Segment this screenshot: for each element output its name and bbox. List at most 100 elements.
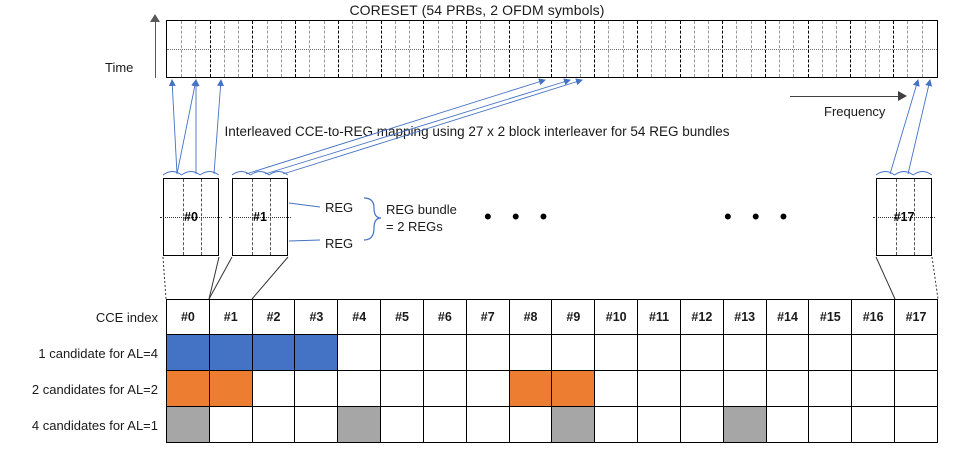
coreset-prb-divider <box>579 21 581 77</box>
al2-cell-9 <box>552 371 596 407</box>
al4-cell-0 <box>167 335 210 371</box>
bundle-top-scallop-2-2 <box>912 171 933 176</box>
coreset-prb-divider <box>608 21 610 77</box>
al4-cell-4 <box>338 335 382 371</box>
coreset-prb-divider <box>352 21 354 77</box>
al4-cell-1 <box>209 335 253 371</box>
time-axis-arrow-icon <box>150 14 160 22</box>
al2-cell-5 <box>381 371 424 407</box>
coreset-prb-group-divider <box>423 21 425 77</box>
cce-index-cell-11: #11 <box>638 299 681 335</box>
al2-cell-7 <box>466 371 510 407</box>
coreset-prb-group-divider <box>893 21 895 77</box>
al1-cell-13 <box>723 407 767 443</box>
coreset-prb-divider <box>409 21 411 77</box>
al2-cell-0 <box>167 371 210 407</box>
bundle-projection-line-2 <box>208 256 233 300</box>
coreset-prb-divider <box>266 21 268 77</box>
al1-cell-5 <box>381 407 424 443</box>
bundle-top-scallop-2-1 <box>894 171 914 176</box>
coreset-prb-group-divider <box>295 21 297 77</box>
coreset-prb-divider <box>750 21 752 77</box>
coreset-prb-divider <box>451 21 453 77</box>
coreset-prb-divider <box>665 21 667 77</box>
al2-cell-16 <box>852 371 896 407</box>
reg-bundle-symbol-divider <box>229 217 291 218</box>
coreset-prb-divider <box>522 21 524 77</box>
cce-index-cell-12: #12 <box>680 299 724 335</box>
cce-index-row-label: CCE index <box>95 309 158 325</box>
cce-index-cell-5: #5 <box>381 299 424 335</box>
al4-cell-5 <box>381 335 424 371</box>
cce-index-cell-15: #15 <box>809 299 853 335</box>
cce-allocation-table: CCE index #0#1#2#3#4#5#6#7#8#9#10#11#12#… <box>32 299 938 443</box>
coreset-prb-group-divider <box>722 21 724 77</box>
ellipsis-left: • • • <box>484 204 555 229</box>
cce-index-cell-1: #1 <box>209 299 253 335</box>
coreset-prb-divider <box>537 21 539 77</box>
coreset-prb-group-divider <box>252 21 254 77</box>
reg-leader-line-1 <box>288 239 321 242</box>
al2-cell-14 <box>766 371 810 407</box>
coreset-prb-divider <box>238 21 240 77</box>
coreset-prb-divider <box>280 21 282 77</box>
cce-index-cell-6: #6 <box>423 299 467 335</box>
coreset-prb-divider <box>708 21 709 77</box>
al1-cell-16 <box>852 407 896 443</box>
al2-cell-13 <box>723 371 767 407</box>
al4-cell-16 <box>852 335 896 371</box>
cce-index-cell-14: #14 <box>766 299 810 335</box>
cce-index-cell-10: #10 <box>595 299 639 335</box>
reg-label-bottom: REG <box>325 236 354 251</box>
reg-bundle-box-0: #0 <box>160 178 222 256</box>
al4-cell-13 <box>723 335 767 371</box>
reg-bundle-definition: REG bundle = 2 REGs <box>386 201 457 235</box>
coreset-prb-divider <box>907 21 909 77</box>
bundle-projection-line-0 <box>162 256 167 300</box>
cce-index-row: CCE index #0#1#2#3#4#5#6#7#8#9#10#11#12#… <box>96 299 938 335</box>
coreset-prb-divider <box>565 21 567 77</box>
coreset-prb-divider <box>494 21 496 77</box>
coreset-prb-group-divider <box>764 21 766 77</box>
al4-cell-15 <box>809 335 853 371</box>
reg-bundle-label: #1 <box>253 210 267 224</box>
al4-cell-9 <box>552 335 596 371</box>
al2-cell-1 <box>209 371 253 407</box>
coreset-title: CORESET (54 PRBs, 2 OFDM symbols) <box>349 2 605 18</box>
al1-cell-17 <box>895 407 938 443</box>
coreset-grid <box>166 20 938 78</box>
coreset-prb-divider <box>223 21 225 77</box>
cce-index-cell-8: #8 <box>509 299 553 335</box>
coreset-prb-divider <box>394 21 396 77</box>
coreset-prb-divider <box>622 21 624 77</box>
al4-cell-2 <box>252 335 296 371</box>
coreset-prb-group-divider <box>807 21 809 77</box>
reg-leader-line-0 <box>288 202 321 208</box>
al4-cell-8 <box>509 335 553 371</box>
coreset-prb-group-divider <box>508 21 510 77</box>
al4-row-label: 1 candidate for AL=4 <box>38 345 158 361</box>
bundle-projection-line-1 <box>208 256 220 300</box>
cce-index-cell-4: #4 <box>338 299 382 335</box>
interleaver-note: Interleaved CCE-to-REG mapping using 27 … <box>224 124 730 139</box>
coreset-prb-divider <box>309 21 311 77</box>
time-axis-line <box>155 20 156 78</box>
al2-cell-3 <box>295 371 339 407</box>
al4-cell-6 <box>423 335 467 371</box>
coreset-prb-group-divider <box>465 21 467 77</box>
al1-row-label: 4 candidates for AL=1 <box>31 417 158 433</box>
bundle-projection-line-3 <box>251 256 289 300</box>
coreset-prb-divider <box>693 21 695 77</box>
al2-cell-15 <box>809 371 853 407</box>
reg-bundle-box-17: #17 <box>873 178 935 256</box>
bundle-top-scallop-1-0 <box>231 171 251 176</box>
bundle-top-scallop-0-0 <box>162 171 182 176</box>
al2-cell-17 <box>895 371 938 407</box>
al1-cell-0 <box>167 407 210 443</box>
bundle-projection-line-5 <box>931 256 939 300</box>
al2-cell-4 <box>338 371 382 407</box>
al1-cell-7 <box>466 407 510 443</box>
al1-cell-1 <box>209 407 253 443</box>
cce-index-cell-3: #3 <box>295 299 339 335</box>
al4-cell-11 <box>638 335 681 371</box>
